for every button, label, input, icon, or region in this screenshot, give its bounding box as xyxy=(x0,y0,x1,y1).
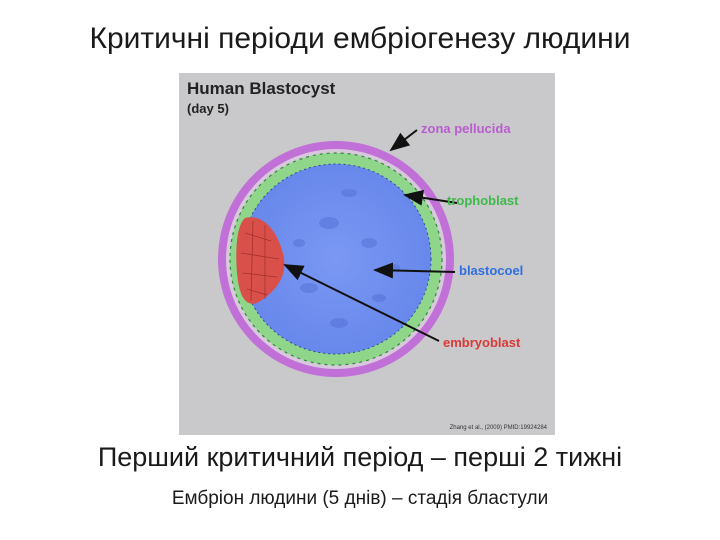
figure-title: Human Blastocyst xyxy=(187,79,336,98)
blastocoel-label: blastocoel xyxy=(459,263,524,278)
blastocyst-diagram xyxy=(218,129,458,377)
blastocyst-figure: Human Blastocyst (day 5) zona pellucida … xyxy=(179,73,555,435)
figure-credit: Zhang et al., (2009) PMID:19924284 xyxy=(449,425,547,431)
main-caption: Перший критичний період – перші 2 тижні xyxy=(97,442,623,472)
embryoblast-label: embryoblast xyxy=(443,335,521,350)
sub-caption: Ембріон людини (5 днів) – стадія бластул… xyxy=(171,488,549,509)
embryoblast-arrow xyxy=(283,264,440,342)
figure-subtitle: (day 5) xyxy=(187,101,229,116)
blastocoel-arrow xyxy=(373,262,456,279)
zona-pellucida-arrow xyxy=(389,129,418,152)
trophoblast-arrow xyxy=(403,189,458,206)
trophoblast-label: trophoblast xyxy=(447,193,519,208)
blastocoel-shape xyxy=(241,164,431,354)
embryoblast-shape xyxy=(236,217,285,304)
zona-pellucida-label: zona pellucida xyxy=(421,121,511,136)
slide-title: Критичні періоди ембріогенезу людини xyxy=(89,22,631,55)
